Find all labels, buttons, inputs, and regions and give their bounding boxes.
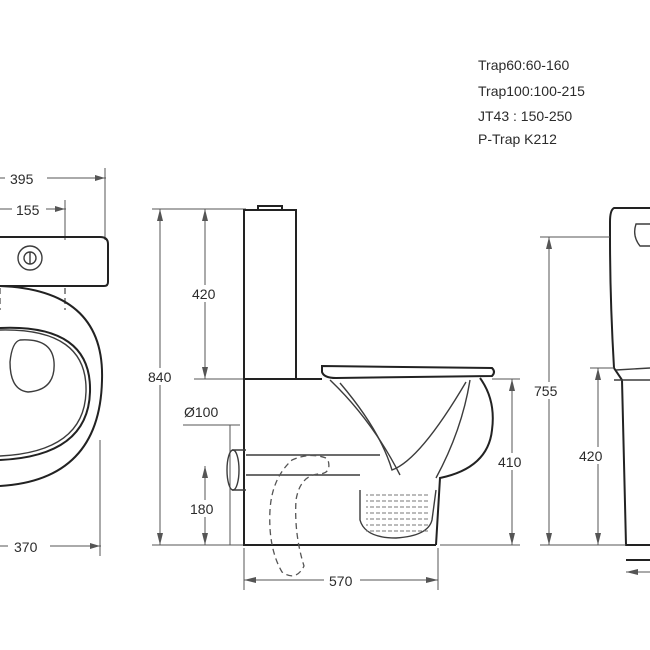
overall-width-label: 395 xyxy=(10,171,34,187)
plan-view: 395 155 370 xyxy=(0,168,109,556)
outlet-height-label: 180 xyxy=(190,501,214,517)
outlet-diameter-label: Ø100 xyxy=(184,404,218,420)
depth-label: 570 xyxy=(329,573,353,589)
front-height-label: 755 xyxy=(534,383,558,399)
front-seat-height-label: 420 xyxy=(579,448,603,464)
seat-height-label: 410 xyxy=(498,454,522,470)
overall-height-label: 840 xyxy=(148,369,172,385)
cistern-height-label: 420 xyxy=(192,286,216,302)
front-view: 755 420 xyxy=(532,207,650,575)
trap-note-1: Trap60:60-160 xyxy=(478,57,570,73)
flush-button-icon xyxy=(17,245,43,271)
trap-note-4: P-Trap K212 xyxy=(478,131,557,147)
trap-note-3: JT43 : 150-250 xyxy=(478,108,572,124)
base-width-label: 370 xyxy=(14,539,38,555)
trap-notes: Trap60:60-160 Trap100:100-215 JT43 : 150… xyxy=(478,57,585,147)
water-seal xyxy=(366,492,430,532)
button-offset-label: 155 xyxy=(16,202,40,218)
trap-note-2: Trap100:100-215 xyxy=(478,83,585,99)
side-view: 840 420 Ø100 180 xyxy=(145,205,532,590)
